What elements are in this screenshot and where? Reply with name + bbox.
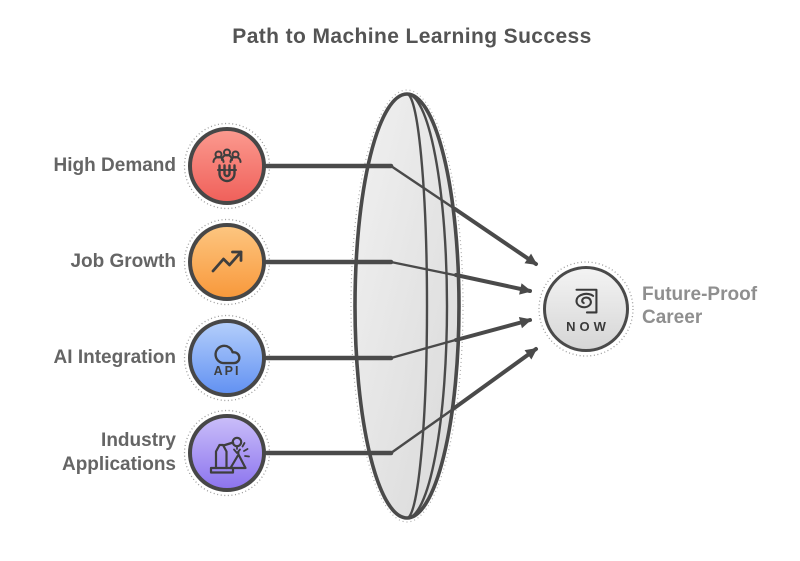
node-job-growth [188, 223, 266, 301]
item-label-job-growth: Job Growth [70, 251, 176, 272]
node-high-demand [188, 127, 266, 205]
refract-job-growth [389, 260, 461, 278]
lens-stipple-ring [350, 89, 464, 523]
now-logo-icon [575, 288, 598, 314]
arrow-job-growth [454, 273, 532, 295]
target-badge: NOW [543, 266, 629, 352]
magnet-attract-icon [212, 148, 242, 183]
lens-inner-arc-2 [406, 92, 449, 520]
item-label-industry-applications: Industry Applications [61, 430, 176, 475]
arrow-ai-integration [454, 316, 532, 342]
arrow-high-demand [453, 207, 538, 266]
cloud-api-icon: API [214, 344, 241, 378]
item-label-ai-integration: AI Integration [53, 347, 176, 368]
connector-lines [264, 163, 538, 456]
node-industry-applications [188, 414, 266, 492]
lens-inner-arc-1 [406, 92, 429, 520]
node-stipple-rings [183, 122, 634, 497]
robot-arm-icon [209, 436, 250, 474]
refract-high-demand [389, 164, 460, 213]
target-label: Future-Proof Career [642, 284, 758, 328]
refract-ai-integration [389, 337, 461, 360]
refract-industry-applications [389, 405, 458, 455]
api-text: API [214, 364, 241, 378]
page-title: Path to Machine Learning Success [232, 25, 592, 48]
now-logo-text: NOW [566, 318, 610, 334]
arrow-industry-applications [451, 347, 538, 411]
trending-up-icon [211, 250, 243, 273]
item-label-high-demand: High Demand [53, 155, 176, 176]
node-ai-integration: API [188, 319, 266, 397]
